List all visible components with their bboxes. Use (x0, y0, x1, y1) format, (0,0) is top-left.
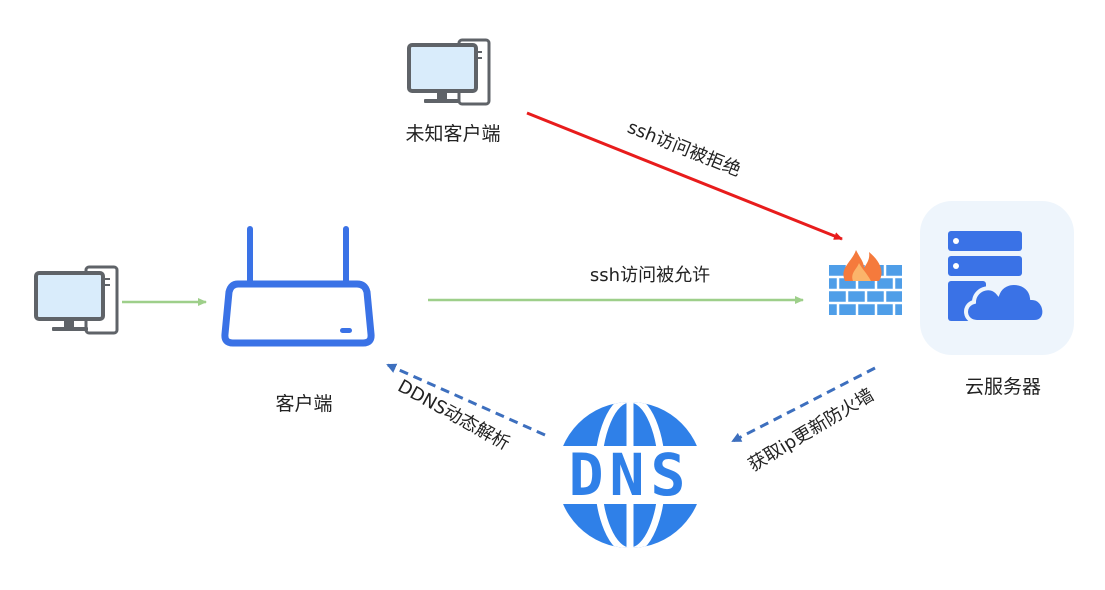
ssh-denied-label: ssh访问被拒绝 (624, 117, 743, 181)
firewall-icon (829, 250, 902, 315)
client-label: 客户端 (275, 393, 332, 415)
ssh-allowed-label: ssh访问被允许 (590, 265, 710, 286)
local-computer-icon (34, 265, 119, 335)
dns-label: DNS (569, 441, 692, 509)
firewall-to-dns-dashed-arrow (731, 366, 876, 443)
router-icon (221, 226, 375, 347)
ddns-label: DDNS动态解析 (394, 376, 513, 455)
dns-globe-icon (552, 402, 708, 548)
dns-to-client-dashed-arrow (386, 363, 546, 437)
ssh-denied-arrow (526, 111, 843, 241)
cloud-server-icon (920, 201, 1074, 355)
cloud-server-label: 云服务器 (965, 376, 1041, 398)
update-firewall-label: 获取ip更新防火墙 (745, 385, 878, 476)
unknown-client-computer-icon (407, 38, 491, 106)
unknown-client-label: 未知客户端 (405, 123, 500, 145)
